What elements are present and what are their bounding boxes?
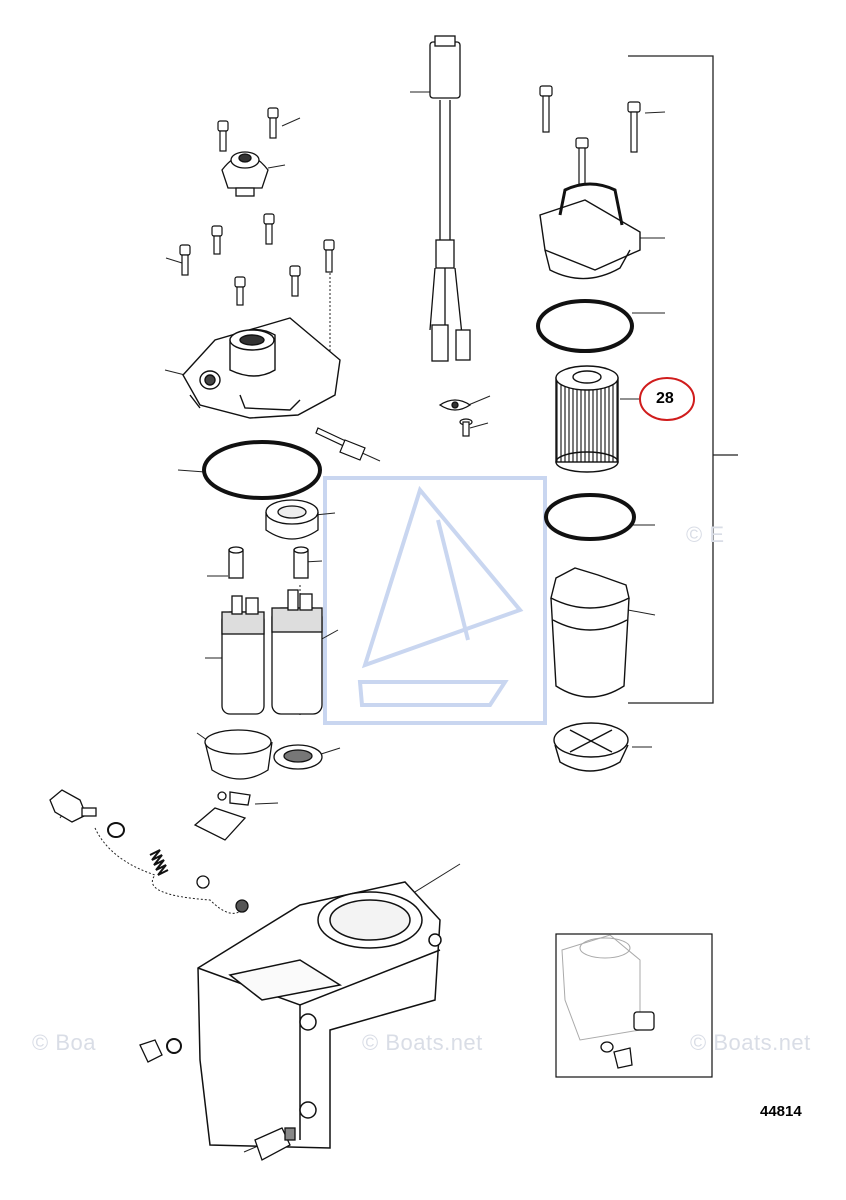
plug-small [235, 899, 249, 913]
small-screw [459, 418, 473, 437]
grommet-plate [438, 399, 472, 411]
fuel-housing-body [197, 881, 442, 1149]
spring [149, 849, 169, 876]
watermark-logo [323, 476, 547, 725]
callout-28[interactable]: 28 [656, 390, 674, 407]
pressure-regulator [221, 151, 269, 197]
fuel-pump-left [221, 595, 265, 715]
callout-highlight-ring [639, 377, 695, 421]
fuel-pump-right [271, 589, 323, 715]
o-ring-small-2 [166, 1038, 182, 1054]
filter-head [539, 182, 641, 280]
filter-head-o-ring [536, 299, 634, 353]
inset-detail [555, 933, 713, 1078]
strainer-cup [204, 729, 273, 780]
o-ring-small-1 [107, 822, 125, 838]
watermark-right: © Boats.net [690, 1030, 811, 1055]
filter-seal [544, 493, 636, 541]
sleeve-right [293, 546, 309, 579]
filter-cap [553, 722, 629, 772]
watermark-center: © Boats.net [362, 1030, 483, 1055]
seal-cap [273, 744, 323, 770]
cover-o-ring [202, 440, 322, 500]
assembly-bracket [628, 55, 738, 704]
watermark-edge: © E [686, 522, 725, 547]
check-ball [196, 875, 210, 889]
sleeve-left [228, 546, 244, 579]
filter-bolts [539, 85, 641, 185]
bottom-fitting [254, 1127, 296, 1161]
filter-bowl [550, 567, 630, 698]
bolts-cover [179, 107, 335, 306]
cover-screw [315, 427, 366, 461]
drain-fitting [139, 1039, 163, 1063]
float-switch [193, 791, 251, 841]
fitting-left-top [49, 789, 97, 823]
pump-cover [182, 317, 341, 419]
fuel-filter-element [555, 365, 619, 473]
watermark-left: © Boa [32, 1030, 96, 1055]
figure-number: 44814 [760, 1103, 802, 1120]
pump-bushing [265, 499, 319, 540]
wiring-harness [429, 35, 471, 362]
